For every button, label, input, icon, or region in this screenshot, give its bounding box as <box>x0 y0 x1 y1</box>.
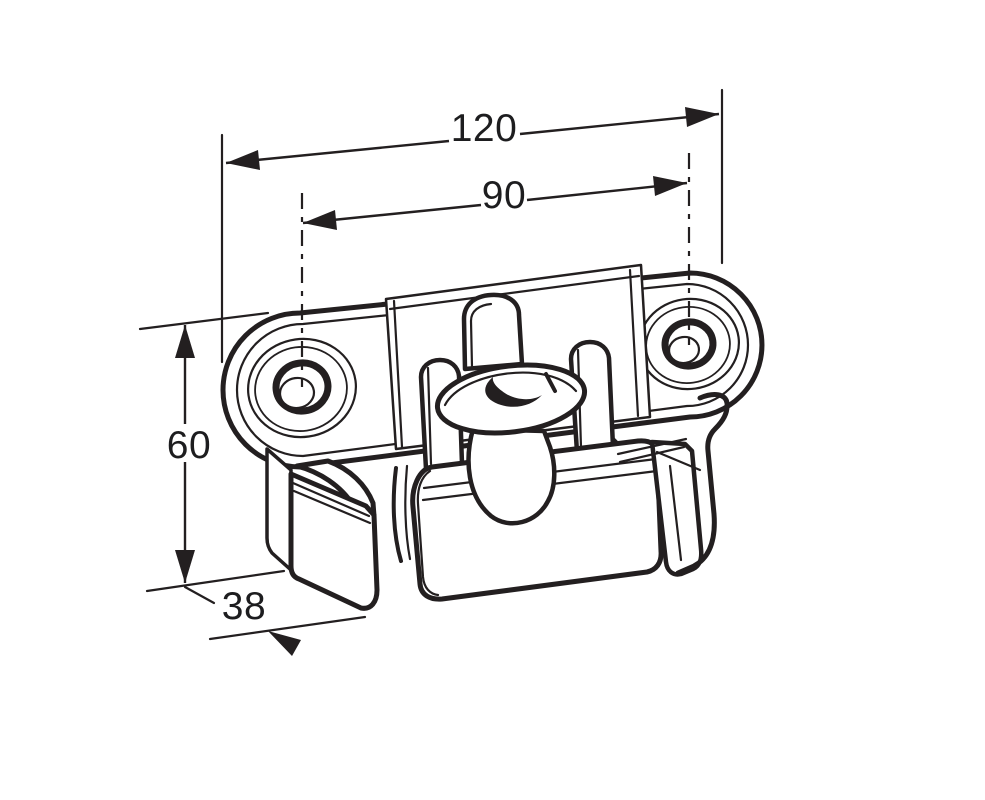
left-hole-counterbore <box>254 346 348 432</box>
ext-line-60-top <box>138 311 270 331</box>
dim-120-arrowhead-left <box>226 150 260 170</box>
part-latch-bracket <box>220 263 765 611</box>
dimension-90: 90 <box>300 153 691 387</box>
ext-line-38-lower <box>208 615 367 641</box>
gap-clip-edge <box>391 466 403 563</box>
dim-line-120-right-segment <box>519 112 720 136</box>
dimension-120: 120 <box>220 88 724 364</box>
left-leg-front-face <box>288 471 380 611</box>
dim-90-value: 90 <box>482 174 526 217</box>
gap-clip-inner-edge <box>404 464 412 561</box>
right-hook-outline <box>675 392 730 576</box>
dimension-60: 60 <box>138 311 286 593</box>
left-leg-chamfer-line-1 <box>291 481 371 518</box>
dim-60-arrowhead-top <box>175 325 195 358</box>
pocket-top-inner-line <box>388 274 641 311</box>
left-leg-side-face <box>265 447 293 572</box>
dim-38-arrowhead <box>268 631 301 656</box>
left-clip-arm-inner-line <box>426 366 433 466</box>
dim-90-arrowhead-right <box>653 176 687 196</box>
latch-bar-left-end-line <box>416 469 440 597</box>
right-clip-arm <box>568 339 616 455</box>
latch-tab-inner-line <box>469 302 493 369</box>
right-hook-bottom-line <box>680 543 713 575</box>
knob-slot-crescent <box>485 377 542 407</box>
dim-line-120-left-segment <box>225 139 450 165</box>
dim-38-leader <box>183 585 216 605</box>
left-leg-chamfer-line-2 <box>292 489 372 525</box>
plate-front-edge-line-2 <box>618 445 686 464</box>
right-hole-bore <box>667 335 701 365</box>
dim-120-value: 120 <box>451 107 518 150</box>
pocket-left-wall-line <box>392 299 404 449</box>
knob-oval-inner-arc <box>443 371 578 407</box>
knob-lower-lobe <box>466 426 557 526</box>
ext-line-60-bottom <box>145 569 286 593</box>
knob-slot-tick <box>544 372 557 393</box>
dim-38-value: 38 <box>222 585 266 628</box>
dimension-38: 38 <box>183 585 367 656</box>
dim-120-arrowhead-right <box>685 107 719 127</box>
left-hole-bore <box>278 376 316 410</box>
dim-90-arrowhead-left <box>303 210 337 230</box>
pocket-right-wall-line <box>628 268 640 418</box>
left-hole-boss <box>246 337 358 439</box>
dim-60-value: 60 <box>167 424 211 467</box>
latch-tab <box>461 292 525 372</box>
plate-front-edge-line-1 <box>616 437 688 456</box>
right-leg-prong-inner-line <box>668 464 683 562</box>
right-leg-prong-chamfer <box>655 450 702 472</box>
dim-60-arrowhead-bottom <box>175 550 195 583</box>
